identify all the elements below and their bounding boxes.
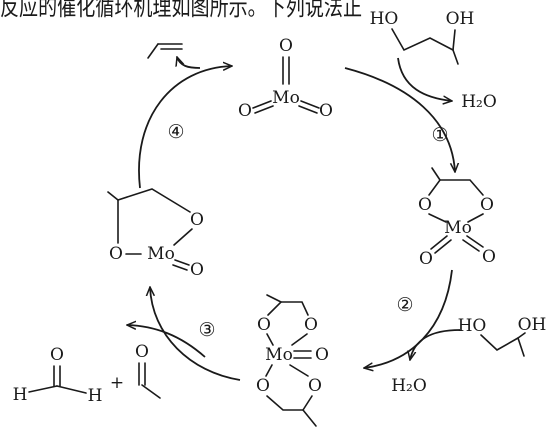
bis-ring2-methyl bbox=[302, 409, 317, 427]
step-4-label: ④ bbox=[167, 121, 184, 143]
mono-ring-methyl bbox=[431, 167, 441, 181]
formaldehyde-bond-h-right bbox=[56, 385, 87, 394]
mo-trioxide-double-bond-left-a bbox=[252, 100, 272, 109]
diol-1-ho: HO bbox=[370, 9, 399, 29]
mo-trioxide-double-bond-right-b bbox=[298, 105, 318, 114]
diol-1-methyl-bond bbox=[452, 49, 459, 65]
acetaldehyde-o: O bbox=[135, 342, 149, 362]
mono-bond-o-right-mo bbox=[467, 213, 484, 223]
diol-1-oh: OH bbox=[446, 9, 475, 29]
reduced-ring-methyl bbox=[107, 191, 119, 201]
water-product-2: H₂O bbox=[391, 376, 427, 396]
mono-oxo-left-b bbox=[434, 239, 452, 254]
mono-oxo-right-a bbox=[466, 235, 484, 248]
reduced-o-oxo: O bbox=[190, 260, 204, 280]
formaldehyde-h-right: H bbox=[88, 386, 103, 406]
mono-oxo-left-a bbox=[430, 235, 448, 250]
reduced-o-ring-top: O bbox=[190, 210, 204, 230]
formaldehyde-o: O bbox=[50, 345, 64, 365]
bis-ring2-backbone bbox=[266, 395, 313, 411]
diol-2-ho: HO bbox=[458, 316, 487, 336]
mono-diolate-complex: O O Mo O O bbox=[418, 167, 496, 269]
mono-o-oxo-right: O bbox=[482, 247, 496, 267]
step-1-label: ① bbox=[431, 124, 448, 146]
mono-o-ring-left: O bbox=[418, 195, 432, 215]
mo-trioxide: O Mo O O bbox=[238, 36, 333, 121]
step-3-products: O H H + O bbox=[13, 342, 161, 406]
step-2-side-arrow bbox=[410, 329, 461, 360]
bis-bond-ring2-left bbox=[265, 364, 273, 377]
mo-trioxide-o-left: O bbox=[238, 101, 252, 121]
acetaldehyde-methyl-bond bbox=[141, 384, 161, 399]
bis-bond-ring1-left bbox=[266, 333, 274, 346]
mono-bond-o-left-mo bbox=[428, 213, 447, 223]
mo-trioxide-double-bond-right-a bbox=[300, 100, 320, 109]
mo-trioxide-o-top: O bbox=[279, 36, 293, 56]
diol-2-skeleton bbox=[480, 334, 519, 351]
bis-ring1-backbone bbox=[267, 301, 309, 316]
bis-bond-ring2-right bbox=[289, 364, 309, 377]
step-1-arrow bbox=[344, 67, 455, 172]
diol-2-oh-bond bbox=[517, 332, 526, 339]
plus-sign: + bbox=[110, 373, 124, 393]
formaldehyde-h-left: H bbox=[13, 385, 28, 405]
bis-o-ring1-left: O bbox=[257, 315, 271, 335]
bis-bond-ring1-right bbox=[291, 333, 308, 346]
bis-o-ring2-right: O bbox=[308, 376, 322, 396]
diol-1-oh-bond bbox=[452, 29, 456, 51]
reduced-o-ring-left: O bbox=[109, 244, 123, 264]
reduced-oxo-double-bond-a bbox=[174, 259, 190, 266]
step-3-label: ③ bbox=[198, 319, 215, 341]
propene-single-bond bbox=[147, 43, 159, 59]
formaldehyde-bond-h-left bbox=[28, 385, 58, 393]
mono-mo: Mo bbox=[444, 218, 472, 238]
step-3-arrow bbox=[150, 287, 241, 381]
mono-o-ring-right: O bbox=[480, 195, 494, 215]
bis-o-ring2-left: O bbox=[256, 376, 270, 396]
header-text: 反应的催化循环机理如图所示。下列说法正 bbox=[0, 0, 362, 21]
mono-oxo-right-b bbox=[462, 239, 480, 252]
mo-trioxide-mo: Mo bbox=[272, 88, 300, 108]
bis-mo: Mo bbox=[265, 345, 293, 365]
bis-diolate-complex: O O Mo O O O bbox=[256, 294, 329, 427]
step-4-arrow bbox=[138, 66, 232, 189]
step-2-label: ② bbox=[396, 294, 413, 316]
mo-trioxide-double-bond-left-b bbox=[254, 105, 274, 114]
bis-o-ring1-right: O bbox=[304, 315, 318, 335]
reduced-ring-backbone bbox=[117, 188, 191, 213]
propene-product bbox=[147, 43, 183, 59]
diol-1-skeleton bbox=[391, 28, 454, 52]
mono-o-oxo-left: O bbox=[419, 249, 433, 269]
mo-trioxide-o-right: O bbox=[319, 101, 333, 121]
step-2-arrow bbox=[364, 269, 453, 368]
water-product-1: H₂O bbox=[461, 92, 497, 112]
mono-ring-backbone bbox=[428, 179, 484, 196]
reduced-mo: Mo bbox=[147, 244, 175, 264]
diol-reactant-2: HO OH bbox=[458, 315, 547, 357]
diol-2-methyl-bond bbox=[517, 337, 525, 357]
reduced-oxo-double-bond-b bbox=[172, 264, 188, 271]
step-1-side-arrow bbox=[397, 57, 452, 101]
step-3-side-arrow bbox=[127, 325, 206, 358]
bis-ring1-methyl bbox=[266, 294, 282, 303]
diol-reactant-1: HO OH bbox=[370, 9, 475, 65]
step-4-side-arrow bbox=[177, 57, 201, 69]
bis-o-oxo: O bbox=[315, 345, 329, 365]
reduced-complex: O O Mo O bbox=[107, 188, 204, 280]
reduced-bond-o-top-mo bbox=[173, 228, 193, 246]
diol-2-oh: OH bbox=[518, 315, 547, 335]
